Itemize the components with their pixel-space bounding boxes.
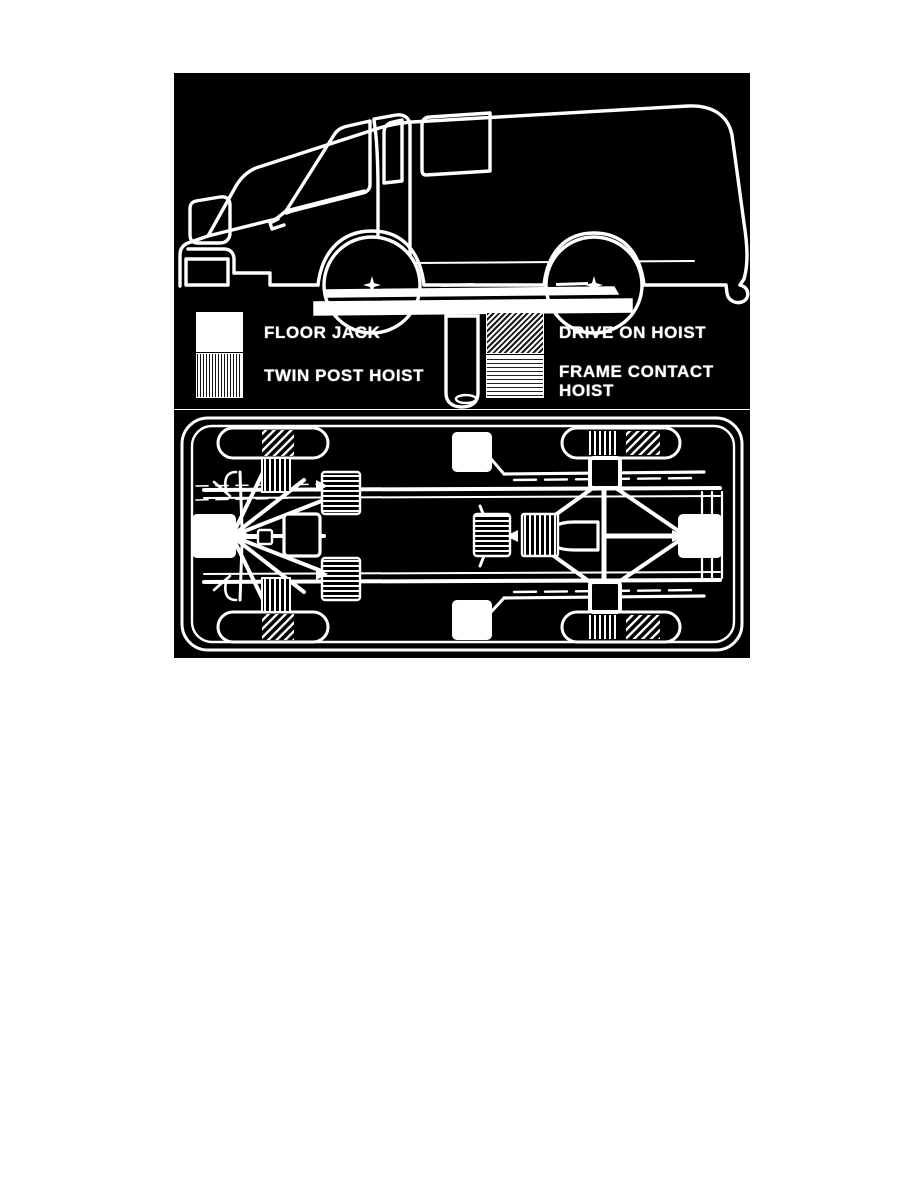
front-left-frame-contact-marker[interactable]	[320, 470, 362, 516]
front-left-wheel-hatch	[262, 430, 294, 456]
lifting-points-figure: FLOOR JACK TWIN POST HOIST DRIVE ON HOIS…	[174, 73, 750, 658]
legend-item-frame-contact-hoist: FRAME CONTACT HOIST	[559, 362, 714, 400]
front-bumper-lip	[184, 257, 230, 287]
front-right-wheel-hatch	[262, 614, 294, 640]
front-tie-rod-lower	[224, 580, 238, 602]
arrow-front-left-frame	[316, 480, 328, 492]
legend-item-twin-post-hoist: TWIN POST HOIST	[264, 366, 424, 385]
windshield-glass	[284, 119, 372, 215]
legend: FLOOR JACK TWIN POST HOIST DRIVE ON HOIS…	[174, 312, 750, 409]
lift-point-arrows	[240, 480, 686, 580]
legend-swatch-twin-post-hoist[interactable]	[196, 353, 243, 398]
rear-left-wheel	[560, 426, 682, 460]
front-wheel	[322, 235, 422, 335]
rear-right-wheel-dhatch	[626, 615, 660, 639]
front-left-wheel	[216, 426, 330, 460]
lift-rail-assembly	[313, 282, 633, 409]
mid-frame-contact-marker[interactable]	[472, 512, 512, 558]
front-center-floor-jack-marker[interactable]	[192, 514, 236, 558]
van-rear-bumper	[642, 283, 750, 305]
legend-label-drive-on-hoist: DRIVE ON HOIST	[559, 323, 707, 342]
front-contact-pad	[442, 283, 474, 287]
legend-swatch-drive-on-hoist[interactable]	[486, 312, 544, 354]
front-left-twin-post-marker[interactable]	[261, 457, 291, 493]
rear-contact-pad	[556, 282, 588, 286]
rear-right-wheel	[560, 610, 682, 644]
rear-wheel-center-crosshair-icon	[585, 276, 603, 294]
upper-lift-runway	[325, 286, 620, 298]
underside-view-panel	[174, 410, 750, 658]
front-control-arm-lower	[238, 542, 244, 602]
legend-label-floor-jack: FLOOR JACK	[264, 323, 381, 342]
rear-vertical-hatch-marker[interactable]	[520, 512, 560, 558]
legend-item-floor-jack: FLOOR JACK	[264, 323, 381, 342]
front-right-frame-contact-marker[interactable]	[320, 556, 362, 602]
arrow-front-right-frame	[316, 568, 328, 580]
front-tie-rod-upper	[224, 470, 238, 492]
rear-right-wheel-vhatch	[588, 615, 618, 639]
mirror-bracket	[268, 217, 286, 231]
rear-right-floor-jack-marker[interactable]	[452, 600, 492, 640]
front-fender	[232, 271, 320, 287]
rear-center-floor-jack-marker[interactable]	[678, 514, 722, 558]
arrow-rear-center	[672, 530, 686, 542]
door-window-glass	[382, 118, 404, 185]
main-lift-beam	[313, 298, 633, 316]
front-control-arm-upper	[238, 470, 244, 530]
rear-left-floor-jack-marker[interactable]	[452, 432, 492, 472]
underside-view-drawing	[180, 416, 744, 652]
legend-label-twin-post-hoist: TWIN POST HOIST	[264, 366, 425, 385]
cargo-side-window	[420, 111, 492, 177]
front-right-twin-post-marker[interactable]	[261, 577, 291, 613]
frame-rail-left-inner	[203, 495, 721, 499]
front-right-wheel	[216, 610, 330, 644]
front-steering-box-link	[212, 480, 232, 498]
arrow-rear-vhatch	[506, 530, 518, 542]
side-view-drawing	[178, 104, 750, 409]
underbody-line-front-2	[195, 497, 295, 501]
legend-label-frame-contact-hoist: FRAME CONTACT HOIST	[559, 362, 714, 400]
van-body-outline	[178, 104, 749, 288]
front-wheel-arch	[316, 229, 426, 287]
rear-left-wheel-dhatch	[626, 431, 660, 455]
underbody-component-box	[282, 512, 322, 558]
front-bumper	[186, 247, 236, 275]
headlamp	[188, 195, 232, 245]
legend-item-drive-on-hoist: DRIVE ON HOIST	[559, 323, 706, 342]
floor-jack-saddle	[454, 393, 478, 405]
rear-left-wheel-vhatch	[588, 431, 618, 455]
rear-axle-hub-lower	[588, 580, 622, 614]
floor-jack-post	[444, 314, 480, 409]
body-outline-outer	[180, 416, 744, 652]
legend-swatch-frame-contact-hoist[interactable]	[486, 355, 544, 398]
side-view-panel: FLOOR JACK TWIN POST HOIST DRIVE ON HOIS…	[174, 73, 750, 409]
front-wheel-center-crosshair-icon	[363, 276, 381, 294]
front-steering-box-link-2	[212, 574, 232, 592]
rear-axle-hub-upper	[588, 456, 622, 490]
arrow-front-center	[240, 530, 252, 542]
legend-swatch-floor-jack[interactable]	[196, 312, 243, 352]
